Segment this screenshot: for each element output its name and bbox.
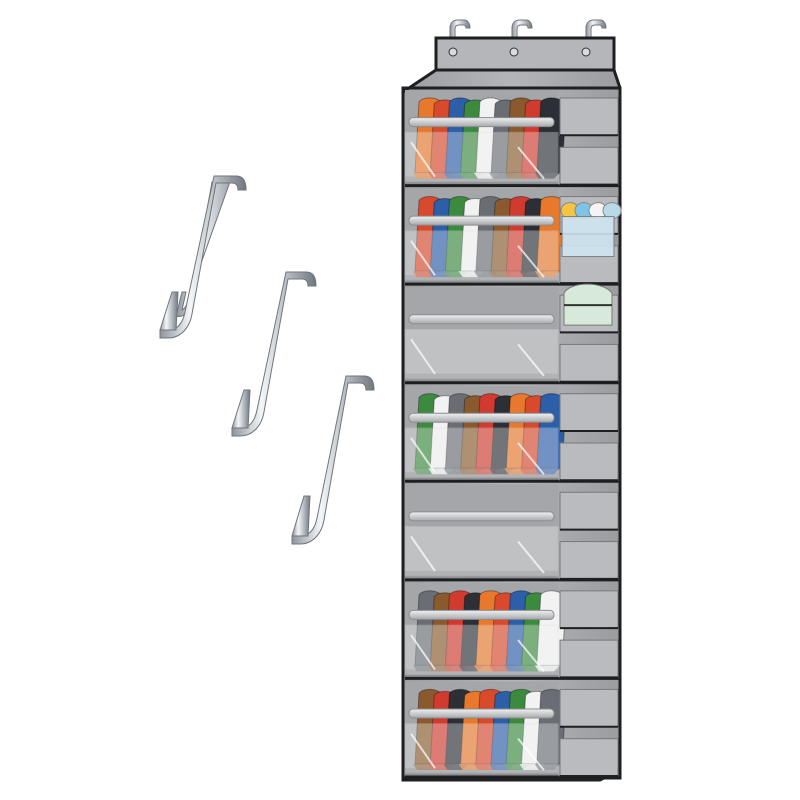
support-rod: [408, 609, 555, 620]
loose-hook-2: [231, 271, 317, 437]
door-hooks: [449, 19, 607, 41]
shelf-6: [404, 582, 620, 680]
support-rod: [408, 314, 555, 325]
side-pocket-body: [559, 688, 619, 728]
loose-hook-1: [159, 175, 247, 339]
pocket-glare: [410, 535, 545, 574]
side-pocket-body: [559, 442, 619, 481]
shelf-floor: [405, 176, 558, 185]
shelf-2: [404, 188, 620, 286]
shelf-3: [404, 287, 620, 385]
clear-pocket: [404, 624, 559, 676]
pocket-glare: [410, 634, 545, 673]
shelf-7: [404, 681, 620, 779]
loose-hook-3: [291, 375, 375, 545]
side-pocket-body: [559, 393, 619, 432]
shelf-floor: [405, 669, 558, 678]
shelf-5: [404, 484, 620, 582]
organizer: [401, 19, 622, 782]
side-pocket: [559, 590, 619, 630]
shelf-1: [404, 90, 620, 188]
side-pocket-body: [559, 541, 619, 580]
towel-stack: [561, 216, 615, 258]
outer-binding: [401, 86, 622, 780]
loose-hooks: [159, 175, 375, 545]
clear-pocket: [404, 230, 559, 281]
side-pocket-body: [559, 590, 619, 629]
pocket-glare: [410, 437, 545, 476]
side-pocket: [559, 442, 619, 482]
side-pocket: [559, 541, 619, 580]
side-pockets: [559, 97, 622, 777]
side-pocket-socks: [563, 283, 613, 326]
side-pocket-body: [559, 343, 619, 383]
side-pocket: [559, 491, 619, 531]
support-rod: [408, 708, 555, 719]
support-rod: [408, 215, 555, 226]
pocket-glare: [410, 240, 545, 278]
side-pocket-body: [559, 97, 619, 136]
support-rod: [408, 117, 555, 128]
shelf-floor: [405, 373, 558, 382]
clear-pocket: [404, 427, 559, 478]
shelf-floor: [405, 472, 558, 481]
clear-pocket: [404, 723, 559, 774]
side-pocket: [559, 146, 619, 186]
pocket-glare: [410, 141, 545, 180]
support-rod: [408, 412, 555, 423]
clear-pocket: [404, 329, 559, 380]
pocket-glare: [410, 733, 545, 771]
side-pocket: [559, 738, 619, 777]
side-pocket: [559, 688, 619, 728]
side-pocket-towels: [560, 202, 622, 258]
shelf-4: [404, 385, 620, 483]
clear-pocket: [404, 131, 559, 183]
caps-group: [413, 196, 567, 278]
shelf-floor: [405, 570, 558, 579]
shelf-floor: [405, 768, 558, 776]
support-rod: [408, 511, 555, 522]
side-pocket-body: [559, 491, 619, 531]
pocket-glare: [410, 338, 545, 377]
side-pocket: [559, 97, 619, 137]
shelves: [401, 86, 622, 780]
side-pocket-body: [559, 738, 619, 777]
shelf-floor: [405, 275, 558, 284]
side-pocket: [559, 343, 619, 383]
side-pocket-body: [559, 146, 619, 186]
side-pocket: [559, 393, 619, 432]
side-pocket: [559, 639, 619, 679]
clear-pocket: [404, 526, 559, 577]
side-pocket-body: [559, 639, 619, 678]
